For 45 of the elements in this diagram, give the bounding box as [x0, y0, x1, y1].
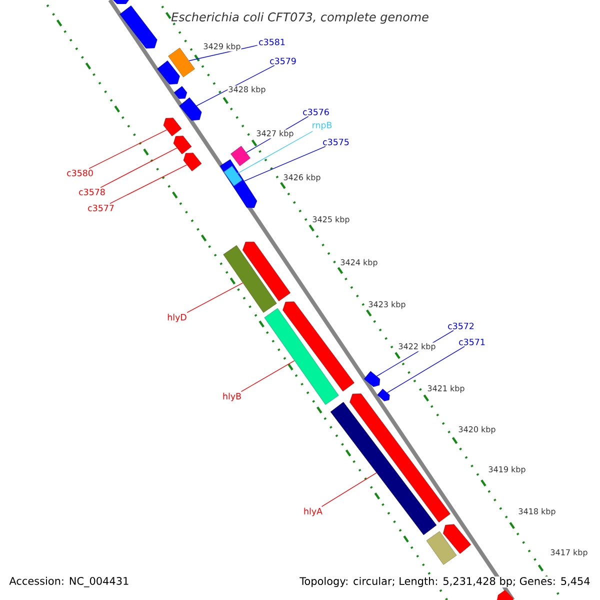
- gene-shape: [443, 524, 471, 554]
- gene-shape: [120, 6, 158, 48]
- gene-shape: [242, 242, 290, 302]
- gene-bar: [223, 245, 277, 313]
- gene-shape: [163, 118, 182, 136]
- gene-shape: [179, 97, 202, 121]
- gene-label: c3578: [79, 188, 105, 196]
- footer-text: Accession: NC_004431: [9, 576, 128, 588]
- gene-label: c3579: [270, 58, 296, 64]
- gene-label: c3581: [259, 38, 285, 46]
- gene-shape: [350, 394, 450, 522]
- gene-shape: [364, 371, 380, 387]
- gene-bar: [230, 146, 250, 166]
- gene-bar: [168, 48, 195, 78]
- leader-line: [110, 164, 188, 204]
- gene-bar: [330, 402, 437, 536]
- gene-shape: [174, 86, 188, 99]
- gene-label: c3572: [448, 322, 474, 330]
- gene-shape: [173, 136, 192, 154]
- leader-line: [88, 129, 168, 169]
- gene-shape: [377, 388, 390, 402]
- gene-label: c3580: [67, 170, 93, 176]
- leader-line: [196, 65, 275, 106]
- leader-line: [386, 346, 465, 394]
- gene-shape: [183, 152, 202, 172]
- gene-shape: [157, 60, 180, 84]
- leader-line: [100, 148, 178, 188]
- gene-shape: [282, 302, 354, 392]
- gene-label: c3575: [323, 138, 349, 146]
- gene-label: hlyD: [168, 314, 186, 322]
- gene-label: rnpB: [312, 122, 332, 130]
- leader-line: [244, 146, 326, 182]
- footer-text: Topology: circular; Length: 5,231,428 bp; Genes: 5,454: [299, 576, 591, 588]
- leader-line: [321, 472, 377, 507]
- gene-label: hlyB: [223, 392, 241, 402]
- leader-line: [240, 360, 295, 392]
- leader-line: [237, 130, 313, 174]
- leader-line: [186, 282, 244, 313]
- gene-bar: [264, 308, 339, 405]
- gene-label: c3577: [88, 204, 114, 212]
- title: Escherichia coli CFT073, complete genome: [171, 12, 428, 24]
- gene-label: hlyA: [304, 508, 322, 516]
- gene-bar: [426, 531, 457, 565]
- gene-label: c3571: [459, 338, 485, 346]
- gene-label: c3576: [303, 108, 329, 116]
